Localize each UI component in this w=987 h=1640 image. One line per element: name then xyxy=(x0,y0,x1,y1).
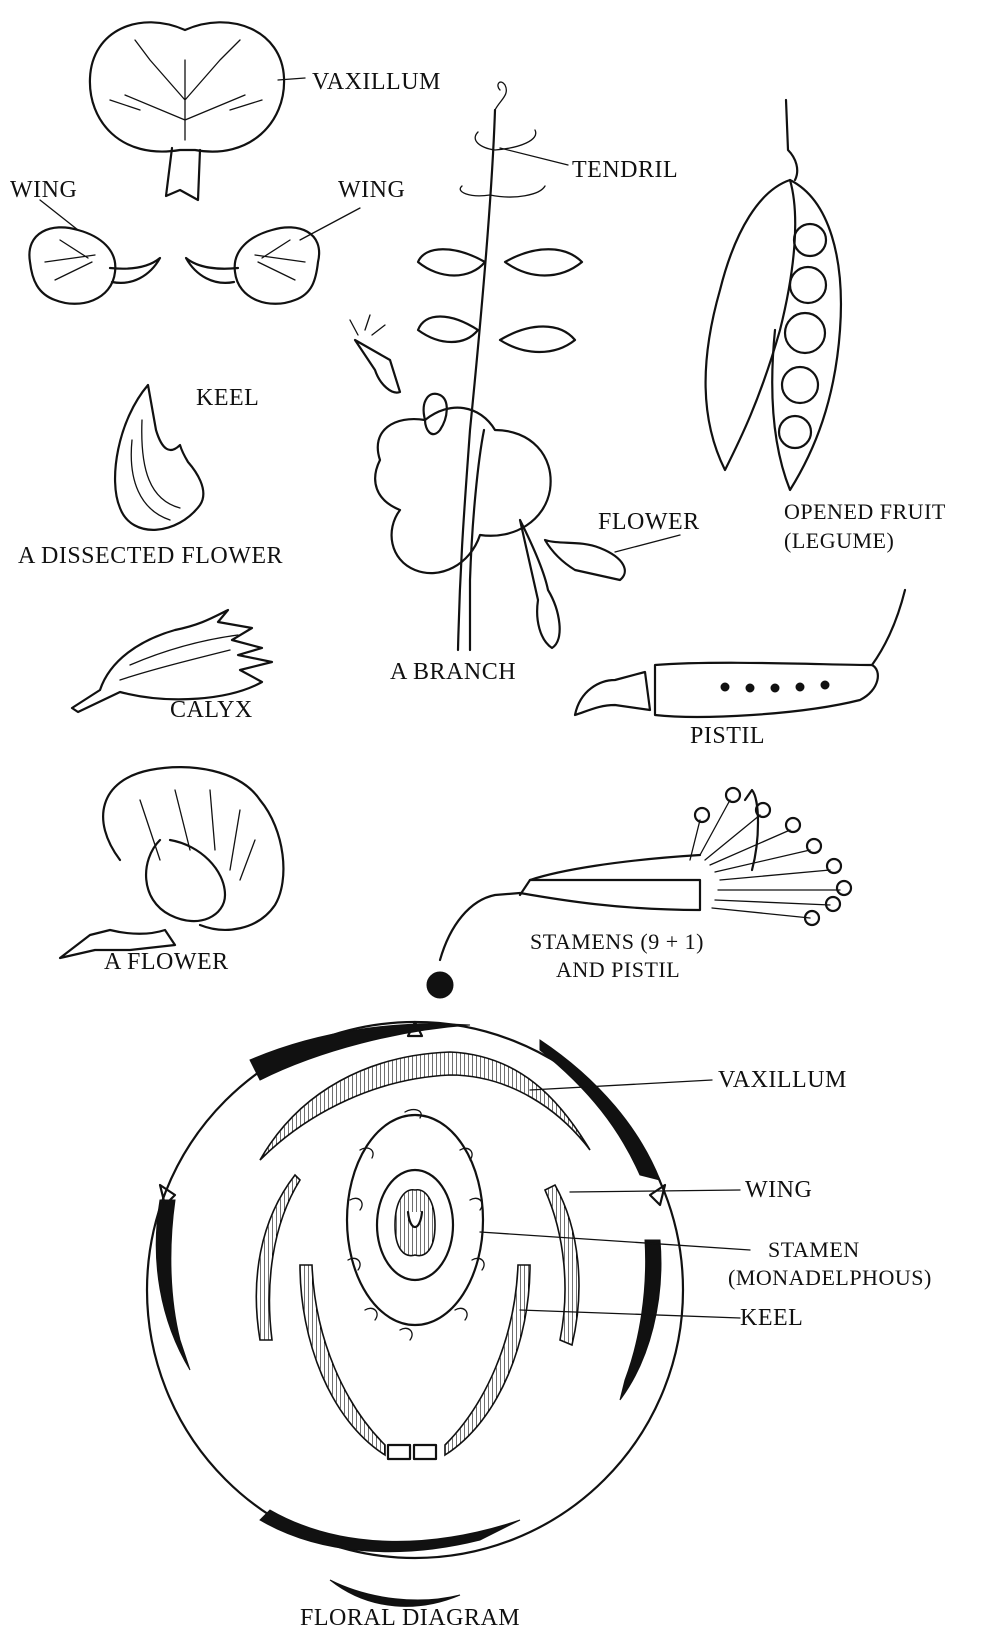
label-fd-monadelphous: (MONADELPHOUS) xyxy=(728,1264,932,1292)
tendril-leader xyxy=(500,148,568,165)
label-fd-stamen: STAMEN xyxy=(768,1236,860,1264)
flower-branch-leader xyxy=(615,535,680,552)
wing-right-leader xyxy=(300,208,360,240)
label-calyx: CALYX xyxy=(170,696,253,724)
wing-left-leader xyxy=(40,200,78,230)
fd-vaxillum-leader xyxy=(530,1080,712,1090)
label-a-flower: A FLOWER xyxy=(104,948,229,976)
label-wing-right: WING xyxy=(338,176,405,204)
vaxillum-petal xyxy=(90,22,284,200)
fd-stamen-leader xyxy=(480,1232,750,1250)
wing-petal-left xyxy=(29,227,160,303)
label-stamens: STAMENS (9 + 1) xyxy=(530,928,704,956)
legume-fruit-drawing xyxy=(706,100,841,490)
label-flower-branch: FLOWER xyxy=(598,508,700,536)
label-fd-keel: KEEL xyxy=(740,1304,803,1332)
fd-keel-leader xyxy=(520,1310,740,1318)
wing-petal-right xyxy=(186,227,319,303)
label-vaxillum-top: VAXILLUM xyxy=(312,68,441,96)
label-fd-vaxillum: VAXILLUM xyxy=(718,1066,847,1094)
label-and-pistil: AND PISTIL xyxy=(556,956,680,984)
axis-dot xyxy=(427,972,453,998)
label-legume: (LEGUME) xyxy=(784,527,894,555)
label-dissected-flower: A DISSECTED FLOWER xyxy=(18,542,283,570)
floral-diagram xyxy=(147,1022,683,1606)
label-opened-fruit: OPENED FRUIT xyxy=(784,498,946,526)
label-tendril: TENDRIL xyxy=(572,156,678,184)
label-fd-wing: WING xyxy=(745,1176,812,1204)
keel-petal xyxy=(115,385,203,530)
label-pistil: PISTIL xyxy=(690,722,765,750)
label-wing-left: WING xyxy=(10,176,77,204)
label-a-branch: A BRANCH xyxy=(390,658,516,686)
flower-drawing xyxy=(60,767,283,958)
label-keel-top: KEEL xyxy=(196,384,259,412)
pistil-drawing xyxy=(575,590,905,717)
vaxillum-top-leader xyxy=(278,78,305,80)
label-floral-diagram: FLORAL DIAGRAM xyxy=(300,1604,520,1632)
